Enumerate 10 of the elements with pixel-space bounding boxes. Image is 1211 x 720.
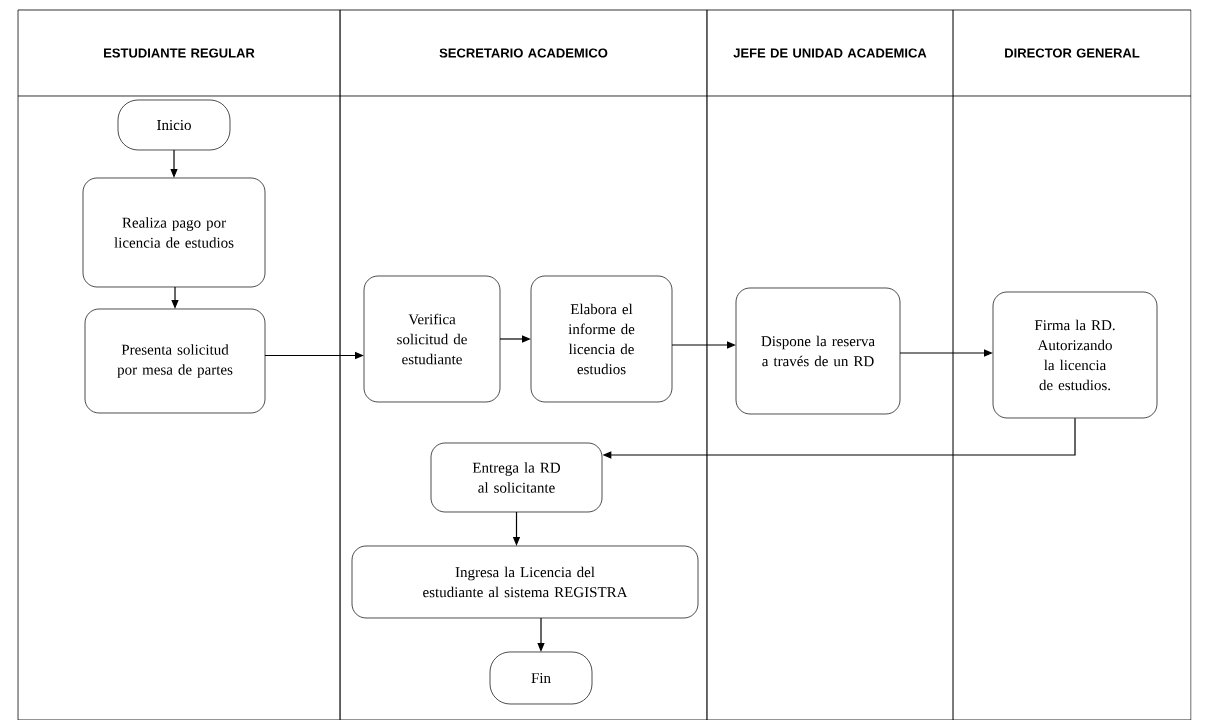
process-box: Ingresa la Licencia del estudiante al sistema REGISTRA: [351, 545, 699, 619]
process-box: Entrega la RD al solicitante: [430, 442, 603, 513]
process-box: Verifica solicitud de estudiante: [363, 275, 501, 403]
terminal-box: Fin: [489, 651, 593, 705]
process-box: Dispone la reserva a través de un RD: [735, 287, 901, 415]
process-box: Firma la RD. Autorizando la licencia de estudios.: [992, 291, 1158, 419]
process-box: Realiza pago por licencia de estudios: [82, 177, 266, 288]
terminal-box: Inicio: [117, 99, 231, 151]
process-box: Presenta solicitud por mesa de partes: [84, 308, 266, 414]
process-box: Elabora el informe de licencia de estudios: [530, 275, 673, 403]
